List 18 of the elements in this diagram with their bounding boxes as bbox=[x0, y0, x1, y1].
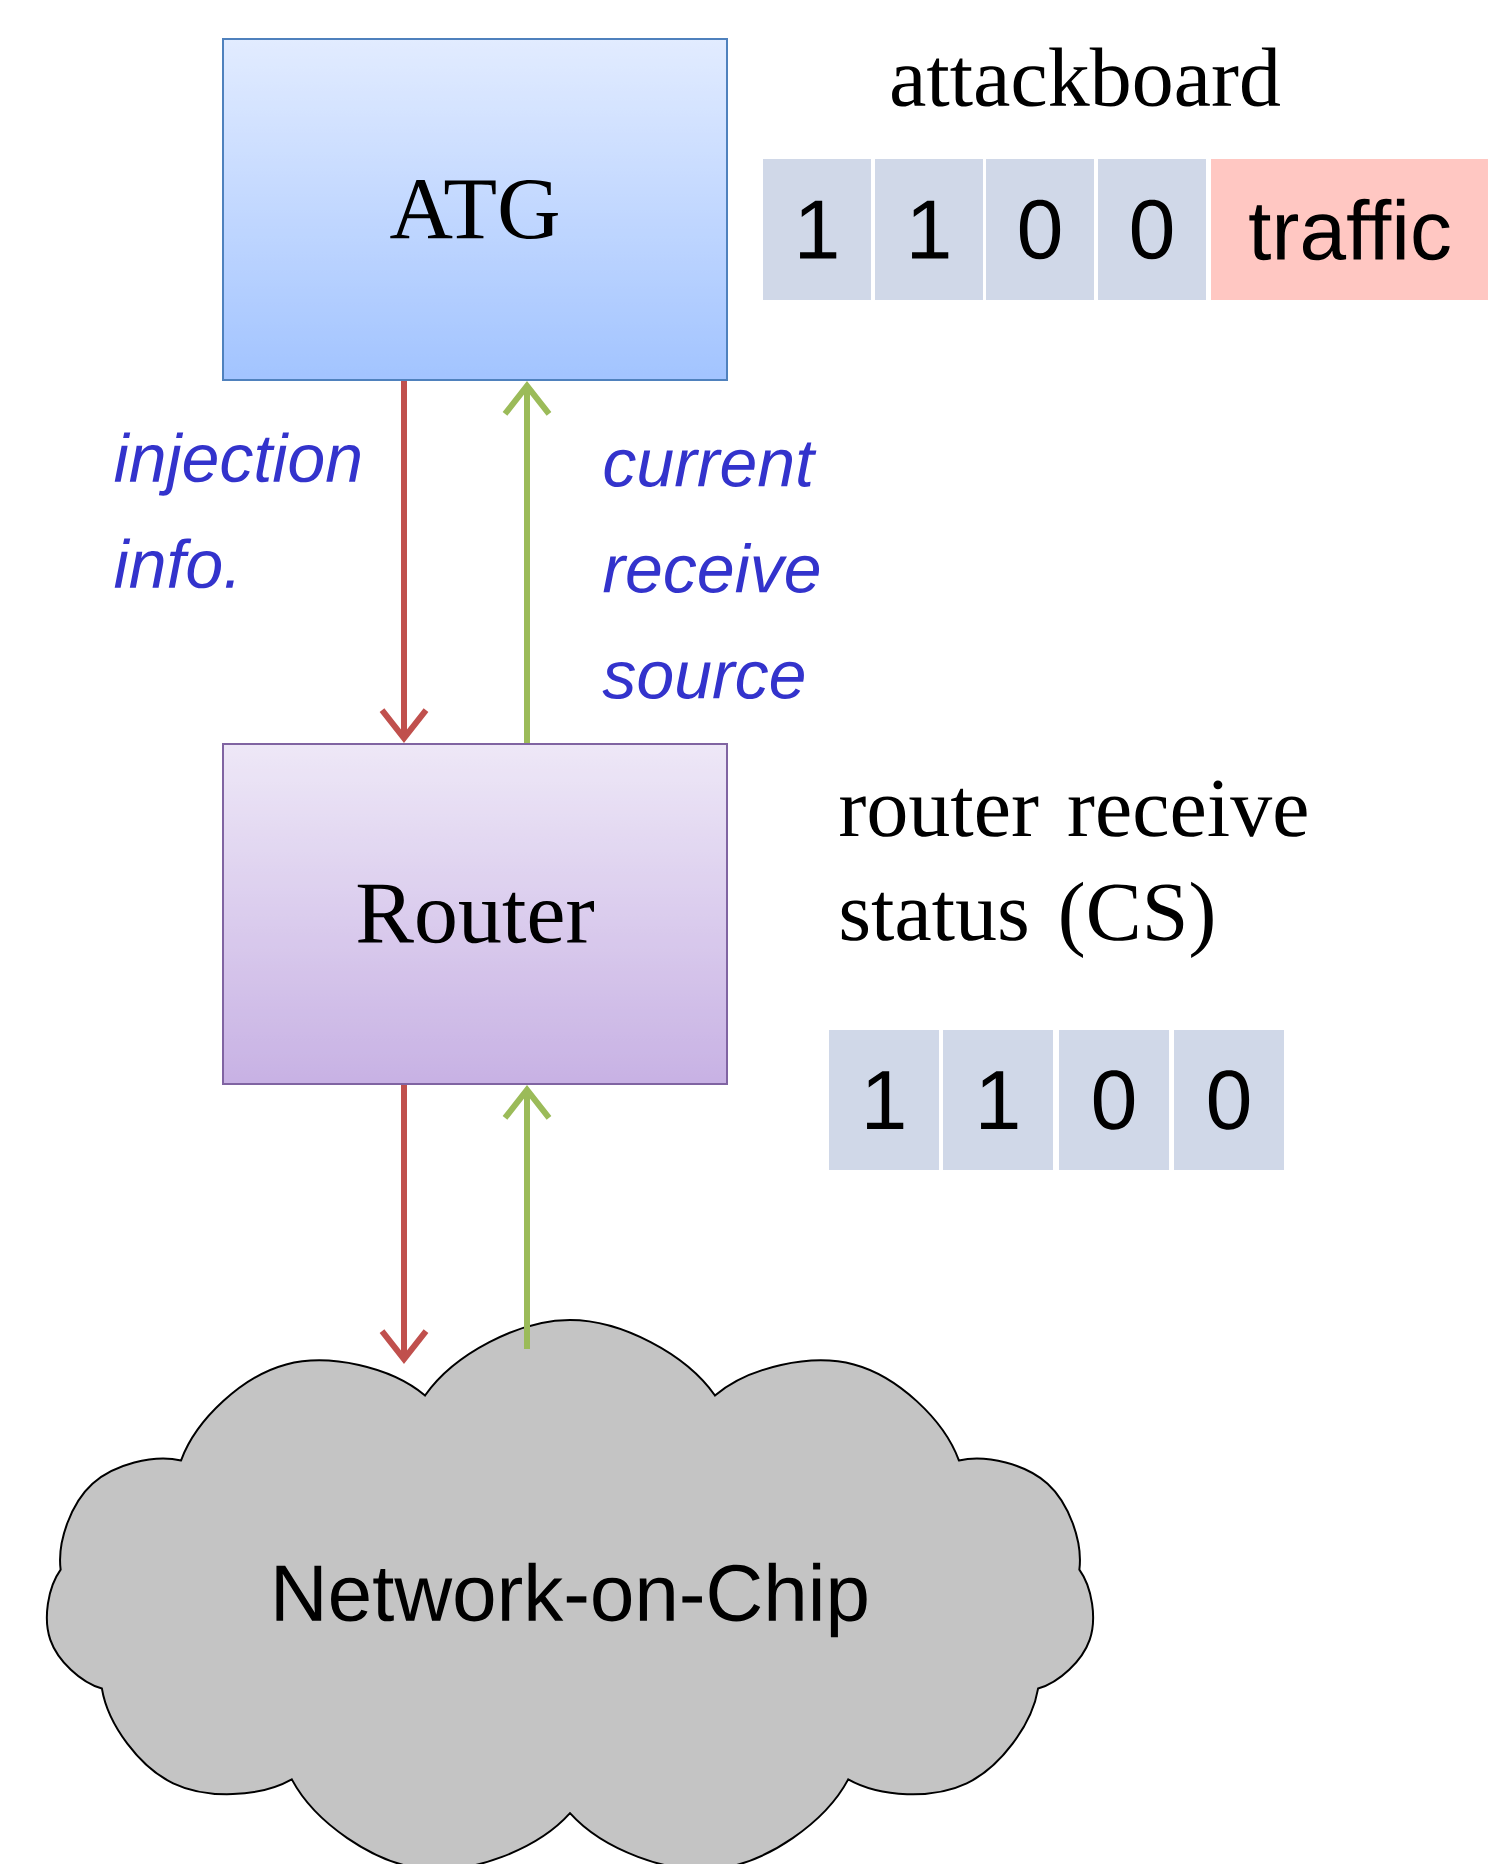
status-label: router receive status (CS) bbox=[840, 780, 1307, 958]
bit-cell: 0 bbox=[1172, 1028, 1286, 1172]
bit-cell: 1 bbox=[941, 1028, 1055, 1172]
traffic-cell: traffic bbox=[1209, 157, 1488, 302]
network-cloud: Network-on-Chip bbox=[45, 1319, 1095, 1864]
edge-label: injection info. bbox=[114, 432, 360, 589]
bit-cell: 0 bbox=[984, 157, 1096, 302]
process-box: Router bbox=[222, 743, 728, 1085]
arrow bbox=[379, 381, 429, 743]
bit-cell: 1 bbox=[761, 157, 873, 302]
bit-cell: 0 bbox=[1096, 157, 1208, 302]
process-box: ATG bbox=[222, 38, 728, 381]
board-title: attackboard bbox=[892, 47, 1280, 107]
edge-label: current receive source bbox=[602, 442, 820, 700]
bit-cell: 1 bbox=[873, 157, 985, 302]
bit-cell: 1 bbox=[827, 1028, 941, 1172]
bit-cell: 0 bbox=[1057, 1028, 1171, 1172]
arrow bbox=[379, 1085, 429, 1364]
